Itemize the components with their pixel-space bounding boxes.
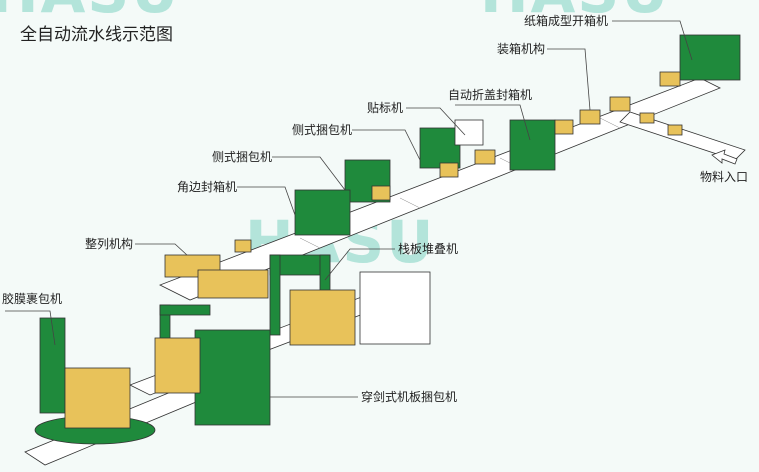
box (439, 162, 459, 178)
leader-line (406, 107, 466, 136)
inlet-arrow-icon (711, 149, 738, 165)
box (609, 96, 631, 112)
label-side-strapper-2: 侧式捆包机 (292, 123, 353, 137)
watermark-top-right: HASU (480, 0, 670, 26)
upper-conveyor (159, 77, 721, 301)
leader-line (237, 186, 296, 216)
inlet-items (639, 112, 683, 136)
label-stretch-wrapper: 胶膜裹包机 (2, 292, 63, 306)
inlet-item (639, 112, 655, 124)
side-strapper-1 (294, 189, 351, 236)
label-case-packer: 装箱机构 (497, 42, 546, 56)
inlet-item (667, 124, 683, 136)
pallet-strapper-arch-top (159, 304, 211, 316)
labeler (419, 127, 461, 169)
pallet-load-1 (289, 289, 356, 346)
label-corner-sealer: 角边封箱机 (177, 180, 238, 194)
label-labeler: 贴标机 (367, 101, 404, 115)
label-material-inlet: 物料入口 (700, 170, 749, 184)
leader-line (455, 104, 531, 141)
box (659, 71, 681, 87)
carton-erector (679, 34, 741, 81)
leader-line (612, 20, 693, 61)
box (554, 119, 574, 135)
pallet-load-2 (154, 337, 201, 394)
boxes (64, 71, 681, 429)
pallet-strapper (194, 329, 271, 426)
leader-line (272, 156, 346, 191)
watermark-top-left: HASU (0, 0, 180, 26)
leader-line (324, 248, 395, 281)
leader-line (352, 129, 421, 161)
diagram-title: 全自动流水线示范图 (20, 25, 173, 45)
label-aligner: 整列机构 (85, 237, 134, 251)
label-pallet-strapper: 穿剑式机板捆包机 (361, 390, 458, 404)
leader-line (135, 243, 188, 256)
label-flap-sealer: 自动折盖封箱机 (448, 88, 533, 102)
leader-lines (5, 20, 693, 398)
label-pallet-stacker: 栈板堆叠机 (398, 242, 459, 256)
labeler-box (454, 119, 484, 146)
label-side-strapper-1: 侧式捆包机 (212, 150, 273, 164)
box (579, 109, 601, 125)
machines (34, 34, 741, 445)
pallet-load-3 (64, 367, 131, 429)
box (474, 149, 496, 165)
pallet-stacker-post-left (269, 254, 281, 336)
box (371, 185, 391, 201)
flap-sealer (509, 119, 556, 171)
box (234, 239, 252, 253)
label-carton-erector: 纸箱成型开箱机 (524, 14, 609, 28)
leader-line (547, 48, 591, 111)
inlet-conveyor (619, 111, 746, 161)
pallet-magazine (359, 271, 431, 345)
box-layer (197, 269, 269, 299)
stretch-wrapper-mast (39, 317, 66, 414)
leader-line (5, 310, 56, 346)
